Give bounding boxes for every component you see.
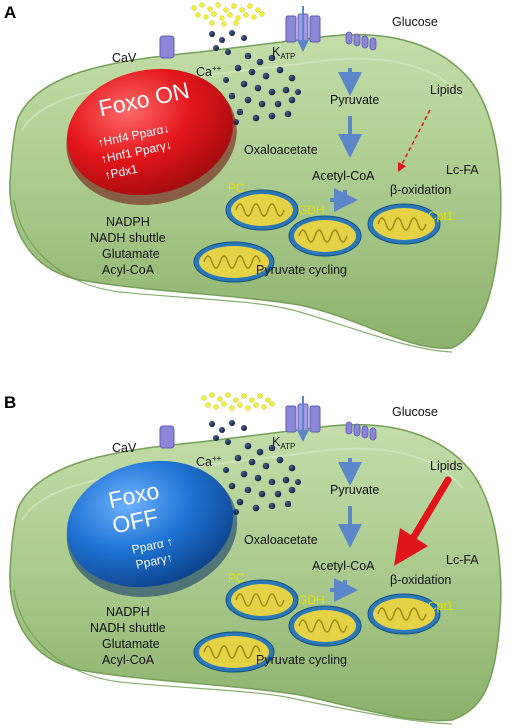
acylcoa-label: Acyl-CoA bbox=[102, 263, 155, 277]
cell-base bbox=[13, 589, 453, 725]
panel-letter: A bbox=[4, 3, 16, 22]
lipids-label: Lipids bbox=[430, 83, 463, 97]
glucose-label: Glucose bbox=[392, 15, 438, 29]
cell-rim bbox=[21, 447, 463, 521]
insulin-granules bbox=[191, 2, 265, 27]
boxidation-label: β-oxidation bbox=[390, 183, 451, 197]
mitochondrion-gdh bbox=[288, 215, 362, 257]
acetylcoa-label: Acetyl-CoA bbox=[312, 169, 375, 183]
mitochondrion-pc bbox=[225, 189, 299, 231]
nadh-shuttle-label: NADH shuttle bbox=[90, 231, 166, 245]
panel-letter: B bbox=[4, 393, 16, 412]
katp-channel bbox=[285, 396, 321, 442]
pyruvate-label: Pyruvate bbox=[330, 93, 379, 107]
glutamate-label: Glutamate bbox=[102, 637, 160, 651]
mitochondrion-cpt1 bbox=[367, 203, 441, 245]
mitochondrion-pc bbox=[225, 579, 299, 621]
lipids-label: Lipids bbox=[430, 459, 463, 473]
pyruvate-cycling-label: Pyruvate cycling bbox=[256, 653, 347, 667]
mitochondrion-cytosolic bbox=[193, 631, 275, 673]
calcium-ions bbox=[209, 30, 301, 125]
gdh-label: GDH bbox=[298, 203, 325, 217]
nadph-label: NADPH bbox=[106, 605, 150, 619]
calcium-label: Ca++ bbox=[196, 454, 222, 469]
cav-label: CaV bbox=[112, 51, 137, 65]
glucose-label: Glucose bbox=[392, 405, 438, 419]
boxidation-label: β-oxidation bbox=[390, 573, 451, 587]
pc-label: PC bbox=[228, 571, 245, 585]
cpt1-label: Cpt1 bbox=[428, 209, 454, 223]
panel-a: A bbox=[4, 2, 502, 353]
nadh-shuttle-label: NADH shuttle bbox=[90, 621, 166, 635]
nucleus-gene: ↑Pdx1 bbox=[103, 162, 139, 183]
katp-label: KATP bbox=[272, 435, 295, 451]
pyruvate-label: Pyruvate bbox=[330, 483, 379, 497]
pyruvate-cycling-label: Pyruvate cycling bbox=[256, 263, 347, 277]
oxaloacetate-label: Oxaloacetate bbox=[244, 533, 318, 547]
lcfa-label: Lc-FA bbox=[446, 553, 479, 567]
acetylcoa-label: Acetyl-CoA bbox=[312, 559, 375, 573]
cav-label: CaV bbox=[112, 441, 137, 455]
insulin-granules bbox=[201, 392, 275, 411]
glucose-transporter bbox=[345, 31, 377, 51]
pc-label: PC bbox=[228, 181, 245, 195]
panel-b: B bbox=[4, 392, 502, 725]
mitochondrion-cytosolic bbox=[193, 241, 275, 283]
katp-channel bbox=[285, 6, 321, 52]
acylcoa-label: Acyl-CoA bbox=[102, 653, 155, 667]
lipid-arrow bbox=[394, 476, 452, 566]
glucose-transporter bbox=[345, 421, 377, 441]
gdh-label: GDH bbox=[298, 593, 325, 607]
cav-channel bbox=[159, 425, 175, 449]
metabolic-arrows bbox=[330, 68, 362, 212]
oxaloacetate-label: Oxaloacetate bbox=[244, 143, 318, 157]
glutamate-label: Glutamate bbox=[102, 247, 160, 261]
katp-label: KATP bbox=[272, 45, 295, 61]
cell-rim bbox=[21, 57, 463, 131]
nadph-label: NADPH bbox=[106, 215, 150, 229]
mitochondrion-gdh bbox=[288, 605, 362, 647]
cpt1-label: Cpt1 bbox=[428, 599, 454, 613]
calcium-label: Ca++ bbox=[196, 64, 222, 79]
nucleus: Foxo ON ↑Hnf4 Pparα↓ ↑Hnf1 Pparγ↓ ↑Pdx1 bbox=[66, 68, 237, 206]
calcium-ions bbox=[209, 420, 301, 515]
metabolic-arrows bbox=[330, 458, 362, 602]
cell-base bbox=[13, 199, 453, 353]
nucleus: Foxo OFF Pparα ↑ Pparγ↑ bbox=[66, 460, 238, 597]
lcfa-label: Lc-FA bbox=[446, 163, 479, 177]
lipid-arrow bbox=[397, 109, 431, 172]
mitochondrion-cpt1 bbox=[367, 593, 441, 635]
cav-channel bbox=[159, 35, 175, 59]
